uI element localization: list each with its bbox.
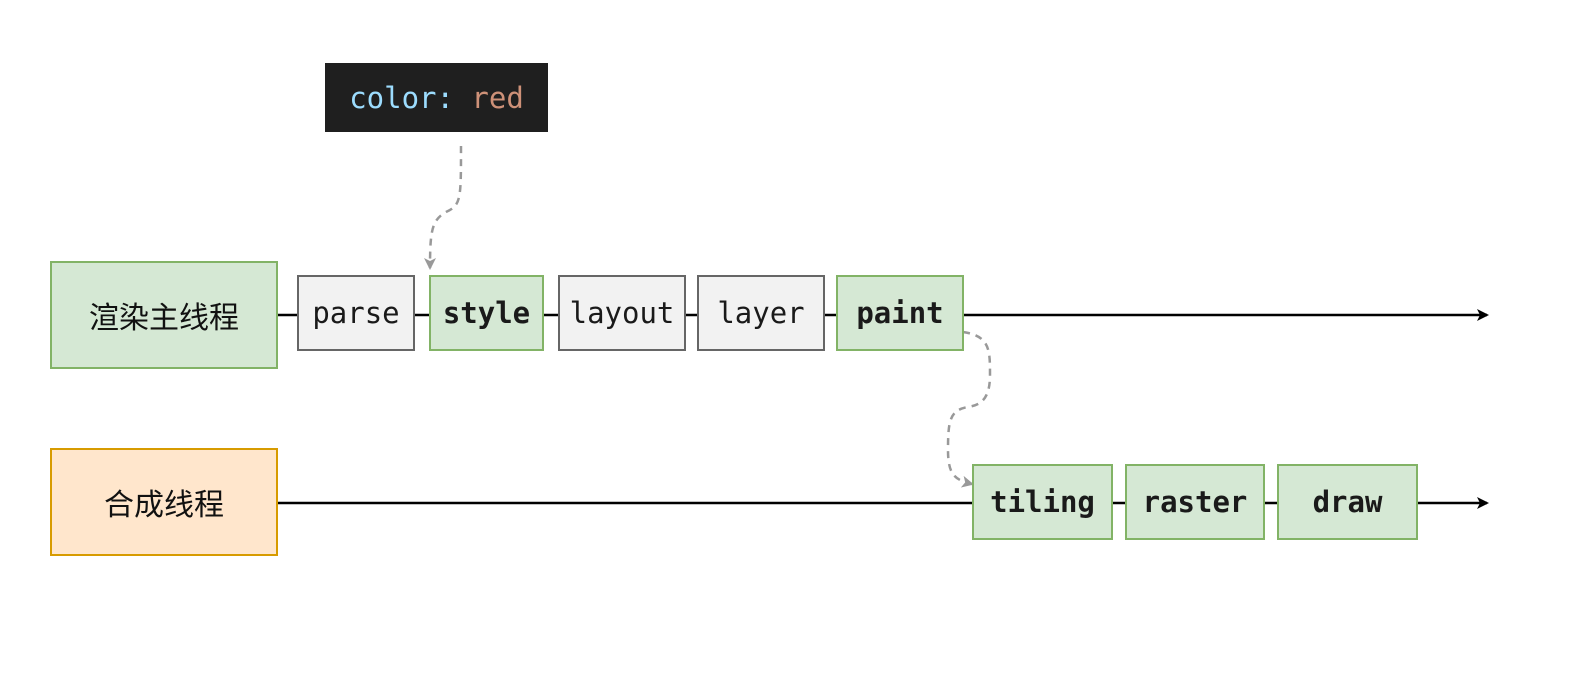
main-thread-label: 渲染主线程 <box>50 261 278 369</box>
css-property: color <box>349 80 437 115</box>
code-snippet: color: red <box>325 63 548 132</box>
css-separator: : <box>436 80 472 115</box>
style-trigger-connector <box>424 145 463 270</box>
paint-to-tiling-connector <box>946 330 992 488</box>
step-parse: parse <box>297 275 415 351</box>
step-paint: paint <box>836 275 964 351</box>
css-value: red <box>471 80 524 115</box>
step-tiling: tiling <box>972 464 1113 540</box>
step-draw: draw <box>1277 464 1418 540</box>
step-layout: layout <box>558 275 686 351</box>
step-raster: raster <box>1125 464 1265 540</box>
compositor-thread-label: 合成线程 <box>50 448 278 556</box>
step-layer: layer <box>697 275 825 351</box>
step-style: style <box>429 275 544 351</box>
